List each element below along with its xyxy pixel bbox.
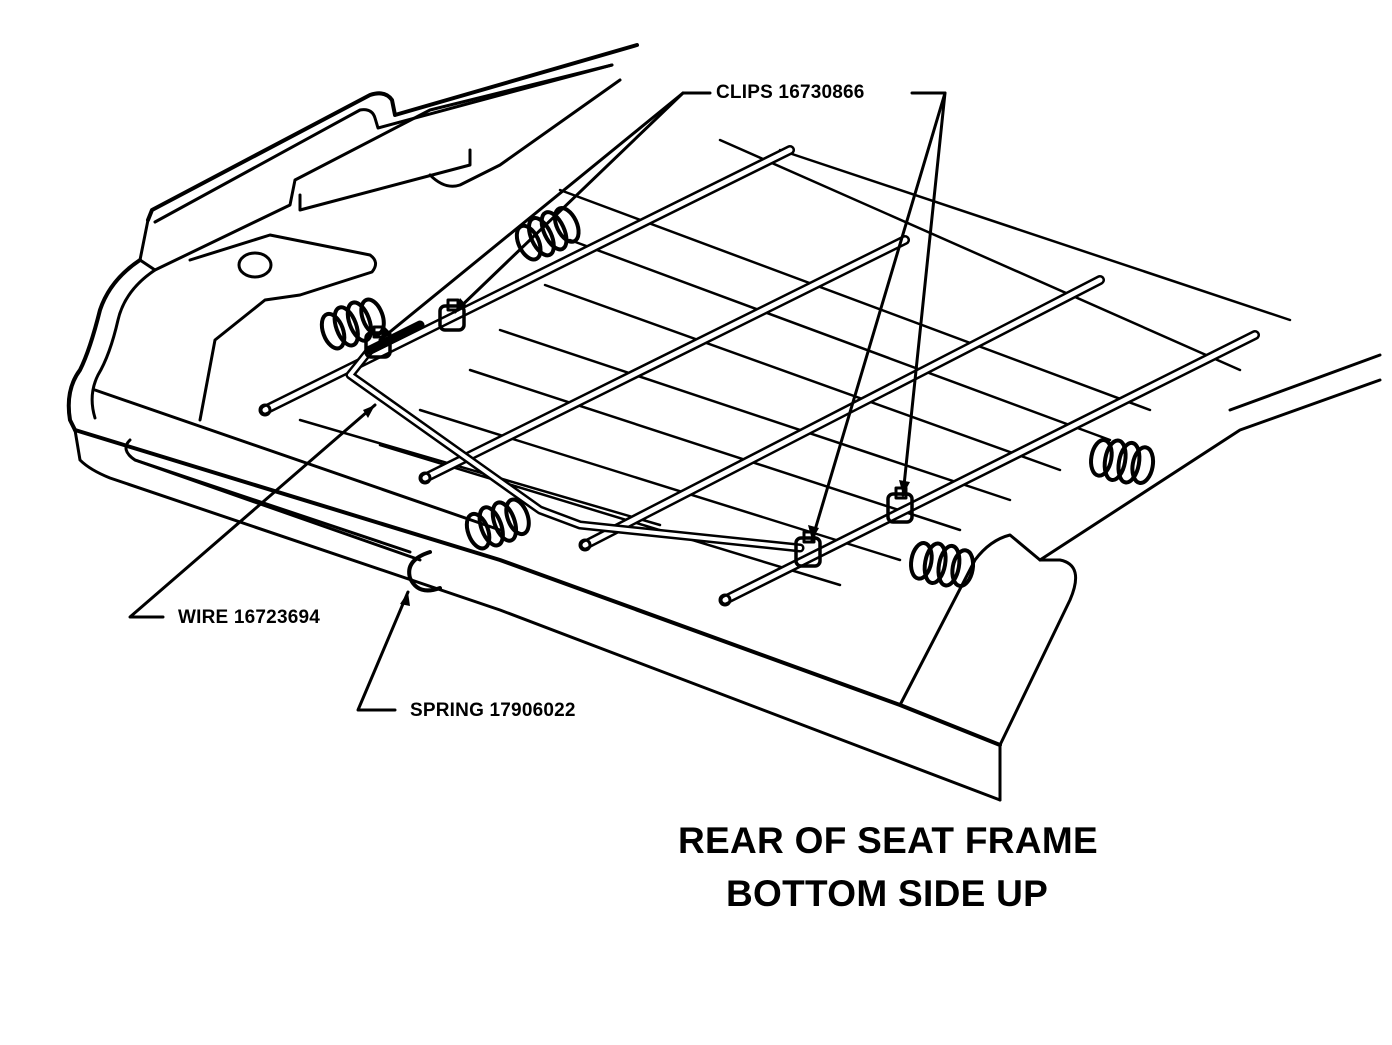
frame-front-edge-inner — [93, 388, 502, 532]
bracket-hole — [237, 251, 273, 279]
slat — [378, 443, 842, 587]
arrowhead — [808, 525, 819, 540]
bracket-plate — [188, 233, 377, 422]
arrowhead — [380, 326, 392, 340]
arrowhead — [400, 592, 410, 606]
frame-front-groove-2 — [133, 458, 412, 554]
wire-end — [365, 320, 425, 355]
slat — [498, 328, 1012, 502]
slat — [718, 138, 1242, 372]
seat-slats — [298, 138, 1292, 587]
frame-left-corner-inner — [90, 268, 157, 420]
frame-back-step — [298, 148, 472, 212]
clip — [886, 486, 914, 524]
frame-front-edge-outer — [73, 428, 1002, 747]
spring-hook — [407, 550, 442, 593]
caption-line-1: REAR OF SEAT FRAME — [678, 820, 1098, 861]
clips-leader-right-2 — [901, 91, 947, 497]
frame-right-panel-inner — [898, 533, 1042, 707]
coil-spring — [464, 497, 531, 551]
spring-leader — [356, 590, 410, 712]
coil-spring — [909, 541, 976, 588]
arrowhead — [363, 405, 375, 418]
clips-label: CLIPS 16730866 — [716, 82, 865, 103]
coil-spring — [319, 297, 386, 351]
seat-frame — [66, 43, 1382, 802]
slat — [543, 283, 1062, 472]
frame-left-corner — [66, 258, 142, 432]
arrowhead — [455, 298, 467, 312]
spring-label: SPRING 17906022 — [410, 700, 576, 721]
frame-right-panel — [998, 378, 1382, 747]
frame-top-flange — [146, 43, 639, 222]
clips-leader-left-2 — [453, 91, 685, 314]
rod-end — [718, 593, 732, 607]
clips — [364, 298, 914, 568]
caption-line-2: BOTTOM SIDE UP — [726, 873, 1049, 914]
arrowhead — [899, 480, 910, 495]
rod-end — [418, 471, 432, 485]
slat — [558, 188, 1152, 412]
wire — [345, 345, 805, 553]
slat — [418, 408, 902, 562]
rod-end — [258, 403, 272, 417]
slat — [568, 238, 1112, 442]
frame-top-ledge — [138, 63, 614, 272]
frame-top-flange-inner — [153, 63, 614, 224]
slat — [778, 148, 1292, 322]
frame-front-edge-lower — [73, 428, 1002, 802]
wire-leader — [128, 403, 377, 619]
cross-rods — [258, 145, 1260, 607]
frame-back-rail — [428, 78, 622, 188]
wire-label: WIRE 16723694 — [178, 607, 321, 628]
leader-lines — [128, 91, 947, 712]
frame-right-edge — [1228, 353, 1382, 412]
rod-end — [578, 538, 592, 552]
slat — [468, 368, 962, 532]
coil-spring — [1089, 438, 1156, 485]
coil-springs — [319, 206, 1156, 588]
